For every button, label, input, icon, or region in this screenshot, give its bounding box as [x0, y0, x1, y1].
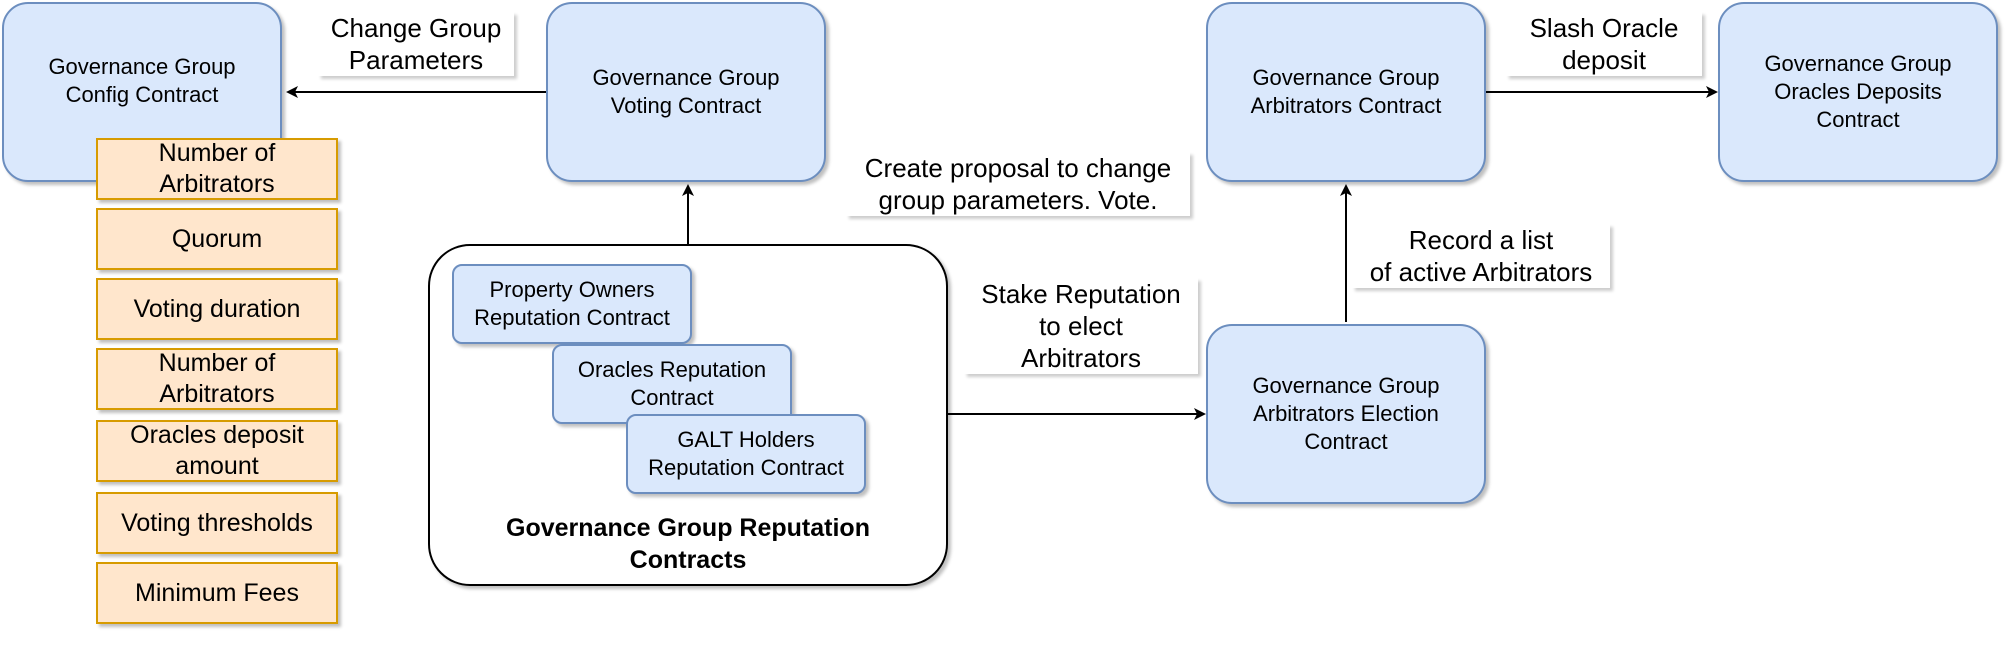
label-slash-oracle-deposit: Slash Oracle deposit	[1506, 12, 1702, 76]
election-contract-node[interactable]: Governance Group Arbitrators Election Co…	[1206, 324, 1486, 504]
param-voting-duration: Voting duration	[96, 278, 338, 340]
label-change-group-parameters: Change Group Parameters	[318, 12, 514, 76]
param-number-of-arbitrators: Number of Arbitrators	[96, 138, 338, 200]
arbitrators-contract-label: Governance Group Arbitrators Contract	[1250, 65, 1442, 118]
galt-holders-reputation-label: GALT Holders Reputation Contract	[648, 427, 844, 480]
election-contract-label: Governance Group Arbitrators Election Co…	[1252, 373, 1440, 454]
voting-contract-label: Governance Group Voting Contract	[592, 65, 780, 118]
arbitrators-contract-node[interactable]: Governance Group Arbitrators Contract	[1206, 2, 1486, 182]
label-stake-reputation: Stake Reputation to elect Arbitrators	[964, 278, 1198, 374]
label-record-active-arbitrators: Record a list of active Arbitrators	[1352, 224, 1610, 288]
label-create-proposal: Create proposal to change group paramete…	[846, 152, 1190, 216]
galt-holders-reputation-node[interactable]: GALT Holders Reputation Contract	[626, 414, 866, 494]
oracles-reputation-node[interactable]: Oracles Reputation Contract	[552, 344, 792, 424]
oracles-reputation-label: Oracles Reputation Contract	[577, 357, 767, 410]
property-owners-reputation-node[interactable]: Property Owners Reputation Contract	[452, 264, 692, 344]
param-quorum: Quorum	[96, 208, 338, 270]
voting-contract-node[interactable]: Governance Group Voting Contract	[546, 2, 826, 182]
config-contract-label: Governance Group Config Contract	[48, 54, 236, 107]
oracles-deposits-contract-node[interactable]: Governance Group Oracles Deposits Contra…	[1718, 2, 1998, 182]
property-owners-reputation-label: Property Owners Reputation Contract	[474, 277, 670, 330]
oracles-deposits-contract-label: Governance Group Oracles Deposits Contra…	[1764, 51, 1952, 132]
param-voting-thresholds: Voting thresholds	[96, 492, 338, 554]
param-oracles-deposit-amount: Oracles deposit amount	[96, 420, 338, 482]
param-number-of-arbitrators-2: Number of Arbitrators	[96, 348, 338, 410]
reputation-group-title: Governance Group Reputation Contracts	[506, 514, 870, 574]
param-minimum-fees: Minimum Fees	[96, 562, 338, 624]
